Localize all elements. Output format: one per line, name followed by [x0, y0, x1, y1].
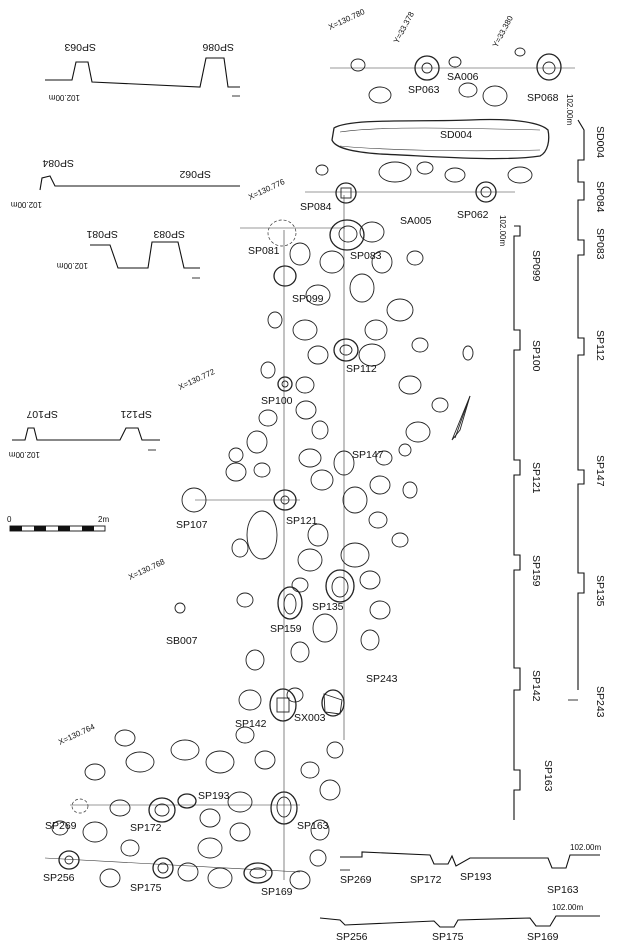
grid-y378: Y=33.378 [392, 10, 416, 45]
grid-x776: X=130.776 [247, 177, 287, 202]
bb-label-0: SP256 [336, 931, 368, 943]
label-sp269: SP269 [45, 820, 77, 832]
section-profile-bottom-a: SP269 SP172 SP193 SP163 102.00m [340, 843, 601, 896]
ba-label-0: SP269 [340, 874, 372, 886]
section-profile-right-a: SP099 SP100 SP121 SP159 SP142 SP163 102.… [498, 215, 554, 820]
grid-y380: Y=33.380 [491, 14, 515, 49]
ba-label-1: SP172 [410, 874, 442, 886]
label-sp256: SP256 [43, 872, 75, 884]
ba-label-3: SP163 [547, 884, 579, 896]
rb-label-4: SP147 [594, 455, 606, 487]
rb-label-0: SD004 [594, 126, 606, 158]
p1-label-b: SP086 [202, 41, 234, 53]
p3-label-b: SP083 [153, 228, 185, 240]
label-sp083: SP083 [350, 250, 382, 262]
label-sp169: SP169 [261, 886, 293, 898]
grid-x772: X=130.772 [177, 367, 217, 392]
p4-label-b: SP121 [120, 408, 152, 420]
ba-elev: 102.00m [570, 843, 601, 852]
ra-label-0: SP099 [530, 250, 542, 282]
ba-label-2: SP193 [460, 871, 492, 883]
p2-elev: 102.00m [11, 200, 42, 209]
label-sb007: SB007 [166, 635, 198, 647]
label-sp147: SP147 [352, 449, 384, 461]
label-sp068: SP068 [527, 92, 559, 104]
rb-label-6: SP243 [594, 686, 606, 718]
label-sp084: SP084 [300, 201, 332, 213]
section-profile-3: SP081 SP083 102.00m [57, 228, 200, 279]
labelled-pits [58, 53, 562, 884]
label-sp159: SP159 [270, 623, 302, 635]
p3-elev: 102.00m [57, 261, 88, 270]
p1-elev: 102.00m [49, 93, 80, 102]
bb-label-1: SP175 [432, 931, 464, 943]
plan-labels: SP063 SA006 SP068 SD004 SP084 SA005 SP06… [43, 71, 559, 898]
label-sd004: SD004 [440, 129, 472, 141]
rb-label-3: SP112 [594, 330, 606, 361]
label-sa006: SA006 [447, 71, 479, 83]
scale-zero: 0 [7, 515, 12, 524]
label-sp163: SP163 [297, 820, 329, 832]
label-sp107: SP107 [176, 519, 208, 531]
ra-label-2: SP121 [530, 462, 542, 494]
p3-label-a: SP081 [86, 228, 118, 240]
label-sp112: SP112 [346, 363, 377, 375]
section-profile-4: SP107 SP121 102.00m [9, 408, 160, 459]
section-profile-2: SP084 SP062 102.00m [11, 157, 240, 209]
section-profile-right-b: SD004 SP084 SP083 SP112 SP147 SP135 SP24… [565, 94, 606, 718]
label-sp243: SP243 [366, 673, 398, 685]
bb-label-2: SP169 [527, 931, 559, 943]
label-sp193: SP193 [198, 790, 230, 802]
ra-label-4: SP142 [530, 670, 542, 702]
label-sp172: SP172 [130, 822, 162, 834]
scattered-postholes [51, 47, 533, 890]
section-profile-bottom-b: SP256 SP175 SP169 102.00m [319, 903, 600, 943]
label-sp175: SP175 [130, 882, 162, 894]
rb-label-2: SP083 [594, 228, 606, 260]
ra-label-3: SP159 [530, 555, 542, 587]
p2-label-a: SP084 [42, 157, 74, 169]
rb-label-5: SP135 [594, 575, 606, 607]
label-sp142: SP142 [235, 718, 267, 730]
grid-x768: X=130.768 [127, 557, 167, 582]
label-sp121: SP121 [286, 515, 318, 527]
label-sp062: SP062 [457, 209, 489, 221]
rb-label-1: SP084 [594, 181, 606, 213]
grid-x780: X=130.780 [327, 7, 367, 32]
p1-label-a: SP063 [64, 41, 96, 53]
north-arrow-icon [451, 395, 471, 441]
alignment-lines [44, 67, 575, 880]
label-sp100: SP100 [261, 395, 293, 407]
p4-elev: 102.00m [9, 450, 40, 459]
label-sp063: SP063 [408, 84, 440, 96]
label-sx003: SX003 [294, 712, 326, 724]
label-sa005: SA005 [400, 215, 432, 227]
bb-elev: 102.00m [552, 903, 583, 912]
section-profile-1: SP063 SP086 102.00m [45, 41, 240, 102]
ditch-sd004 [331, 118, 550, 160]
label-sp081: SP081 [248, 245, 280, 257]
ra-label-1: SP100 [530, 340, 542, 372]
label-sp135: SP135 [312, 601, 344, 613]
ra-elev: 102.00m [498, 215, 507, 246]
ra-label-5: SP163 [542, 760, 554, 792]
label-sp099: SP099 [292, 293, 324, 305]
rb-elev: 102.00m [565, 94, 574, 125]
p4-label-a: SP107 [26, 408, 58, 420]
scale-two: 2m [98, 515, 109, 524]
p2-label-b: SP062 [179, 168, 211, 180]
grid-x764: X=130.764 [57, 722, 97, 747]
scale-bar: 0 2m [7, 515, 109, 532]
